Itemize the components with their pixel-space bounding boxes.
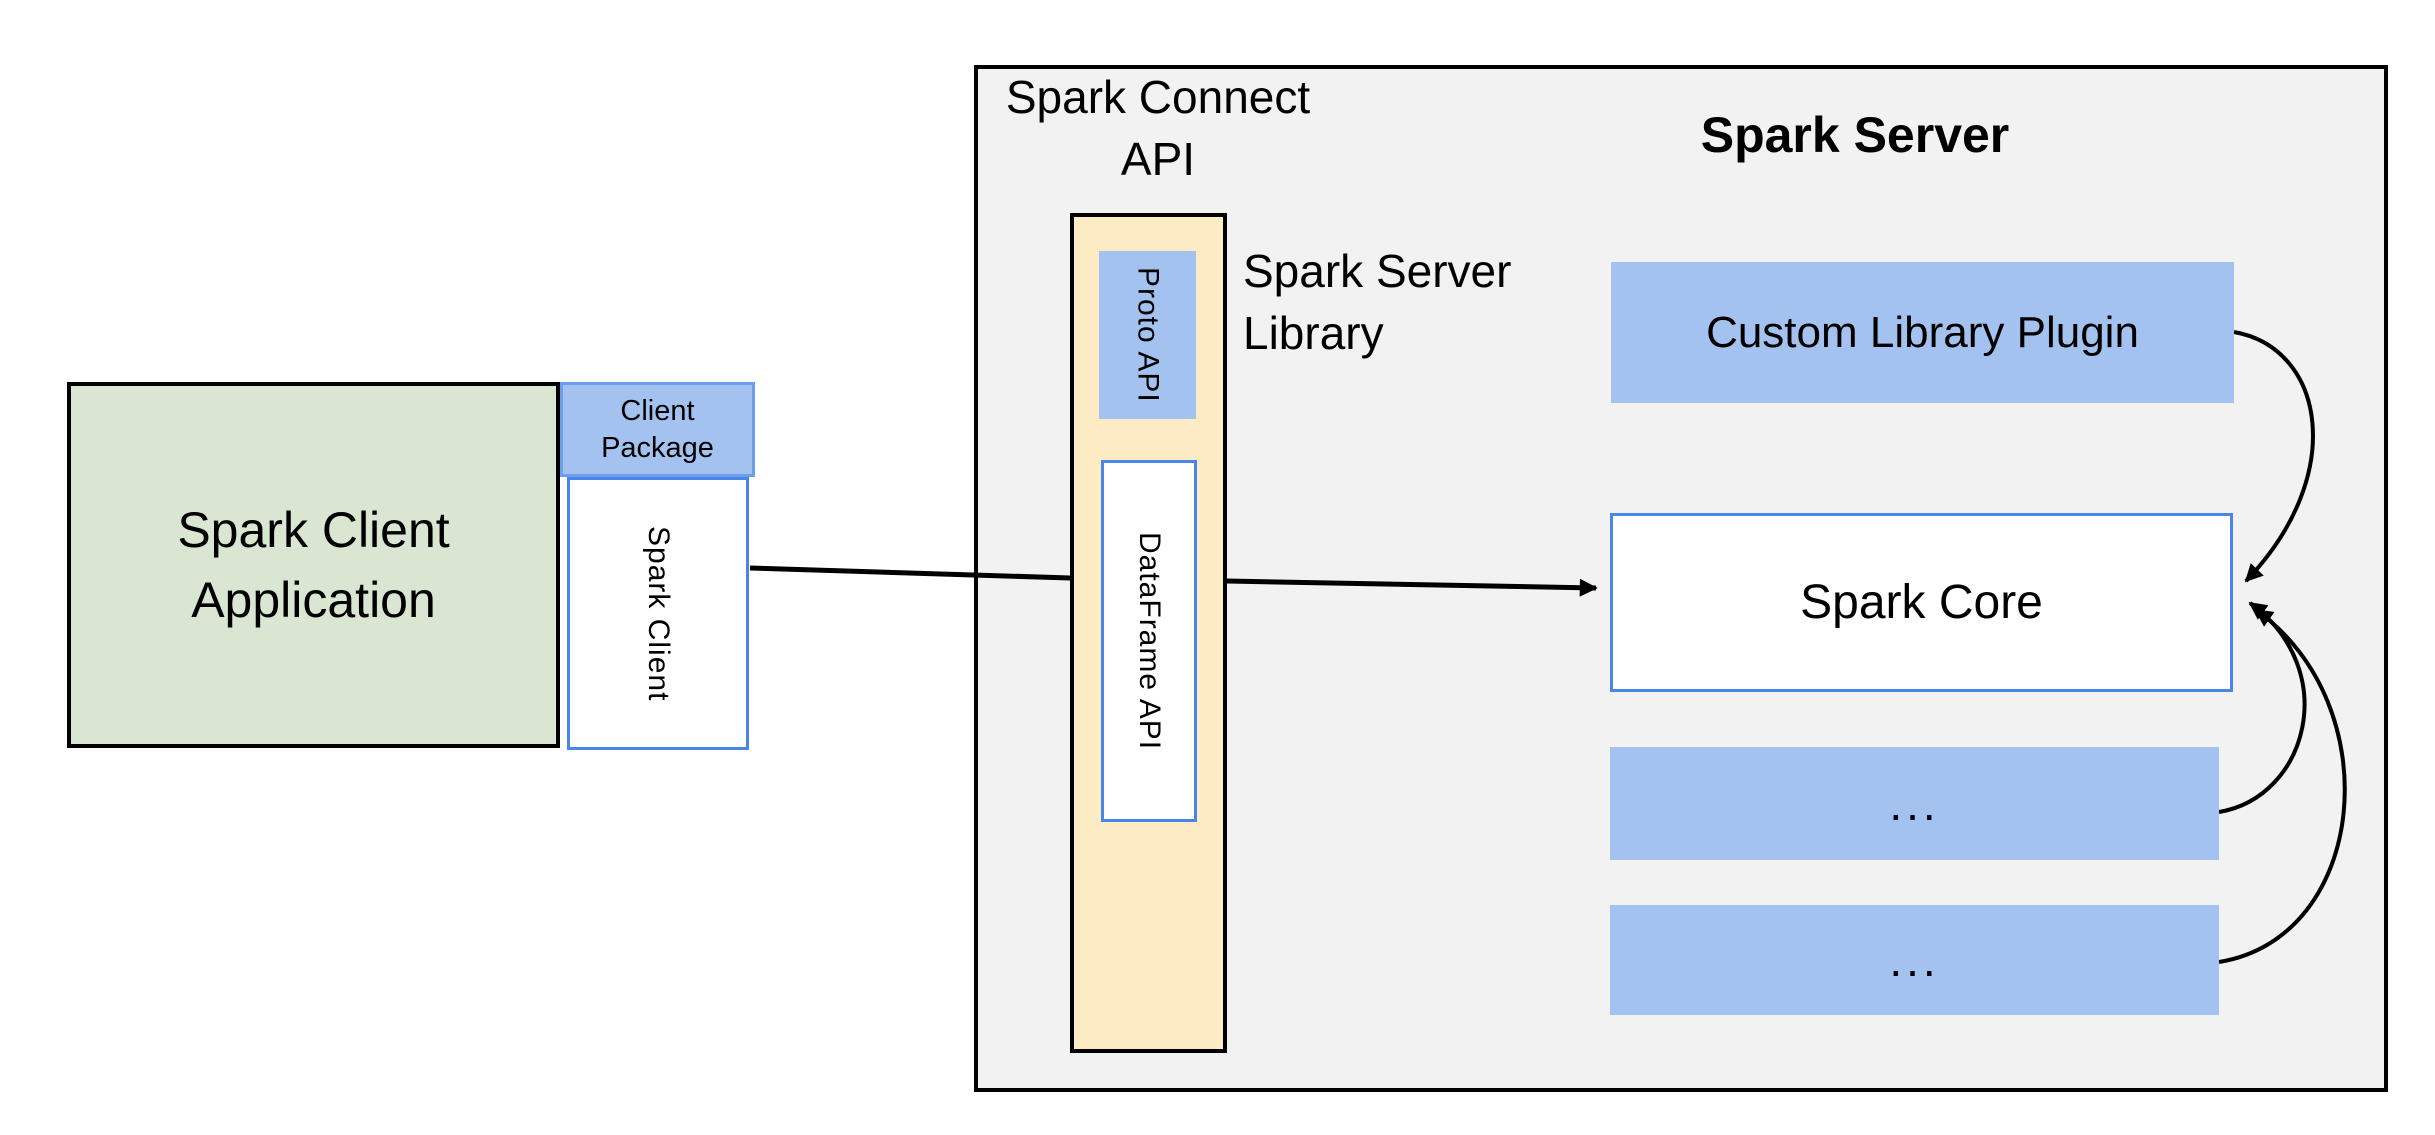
proto-api-box: Proto API xyxy=(1099,251,1196,419)
custom-library-plugin-label: Custom Library Plugin xyxy=(1706,307,2139,357)
client-package-label-line1: Client xyxy=(620,394,695,427)
dataframe-api-box: DataFrame API xyxy=(1101,460,1197,822)
spark-client-application-label: Spark Client Application xyxy=(177,495,449,635)
server-module-box-2: ... xyxy=(1610,905,2219,1015)
client-package-label: Client Package xyxy=(601,393,714,467)
server-module-box-1: ... xyxy=(1610,747,2219,860)
client-package-box: Client Package xyxy=(560,382,755,477)
custom-library-plugin-box: Custom Library Plugin xyxy=(1611,262,2234,403)
server-module-1-ellipsis: ... xyxy=(1889,777,1940,830)
spark-connect-api-label: Spark Connect API xyxy=(908,66,1408,190)
spark-connect-api-label-line1: Spark Connect xyxy=(1005,71,1311,123)
spark-client-application-box: Spark Client Application xyxy=(67,382,560,748)
spark-server-library-label-line1: Spark Server xyxy=(1243,245,1512,297)
spark-client-application-label-line1: Spark Client xyxy=(177,502,450,558)
spark-client-application-label-line2: Application xyxy=(191,572,436,628)
spark-client-box: Spark Client xyxy=(567,477,749,750)
spark-server-library-label: Spark Server Library xyxy=(1243,240,1663,364)
spark-connect-api-label-line2: API xyxy=(1120,133,1196,185)
spark-core-label: Spark Core xyxy=(1800,576,2043,629)
spark-core-box: Spark Core xyxy=(1610,513,2233,692)
spark-server-title: Spark Server xyxy=(1700,107,2010,163)
server-module-2-ellipsis: ... xyxy=(1889,934,1940,986)
client-package-label-line2: Package xyxy=(601,431,714,464)
dataframe-api-label: DataFrame API xyxy=(1133,531,1166,751)
spark-server-library-label-line2: Library xyxy=(1243,307,1384,359)
proto-api-label: Proto API xyxy=(1131,267,1165,403)
spark-client-label: Spark Client xyxy=(642,525,675,702)
